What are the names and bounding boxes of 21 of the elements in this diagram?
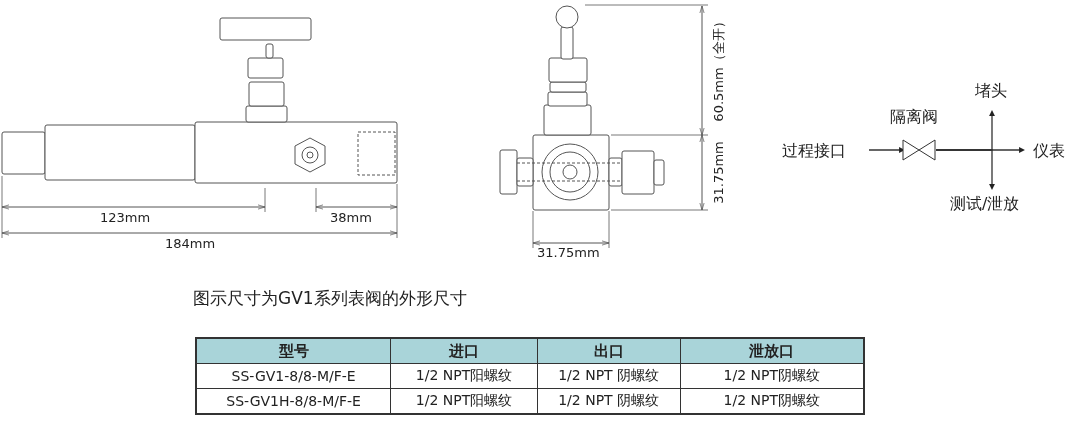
arrow — [935, 149, 995, 190]
model-number: SS-GV1-8/8-M/F-E — [196, 363, 391, 389]
port-label: 过程接口 — [782, 142, 846, 160]
arrow — [868, 147, 905, 153]
column-header: 泄放口 — [680, 338, 864, 364]
column-header: 型号 — [196, 338, 391, 364]
column-header: 出口 — [537, 338, 681, 364]
dimension-text: 60.5mm（全开） — [710, 14, 726, 122]
dimension-text: 123mm — [100, 210, 151, 225]
column-header: 进口 — [390, 338, 538, 364]
caption: 图示尺寸为GV1系列表阀的外形尺寸 — [193, 288, 467, 308]
dimension-text: 184mm — [165, 236, 216, 251]
thread-spec: 1/2 NPT 阴螺纹 — [537, 363, 681, 389]
dimension-text: 31.75mm — [710, 140, 726, 204]
dimension-text: 38mm — [330, 210, 372, 225]
port-label: 仪表 — [1033, 142, 1065, 160]
port-label: 测试/泄放 — [950, 195, 1020, 213]
thread-spec: 1/2 NPT阳螺纹 — [390, 363, 538, 389]
valve-label: 隔离阀 — [890, 108, 938, 126]
dimension-text: 31.75mm — [537, 245, 600, 260]
port-label: 堵头 — [975, 82, 1007, 100]
